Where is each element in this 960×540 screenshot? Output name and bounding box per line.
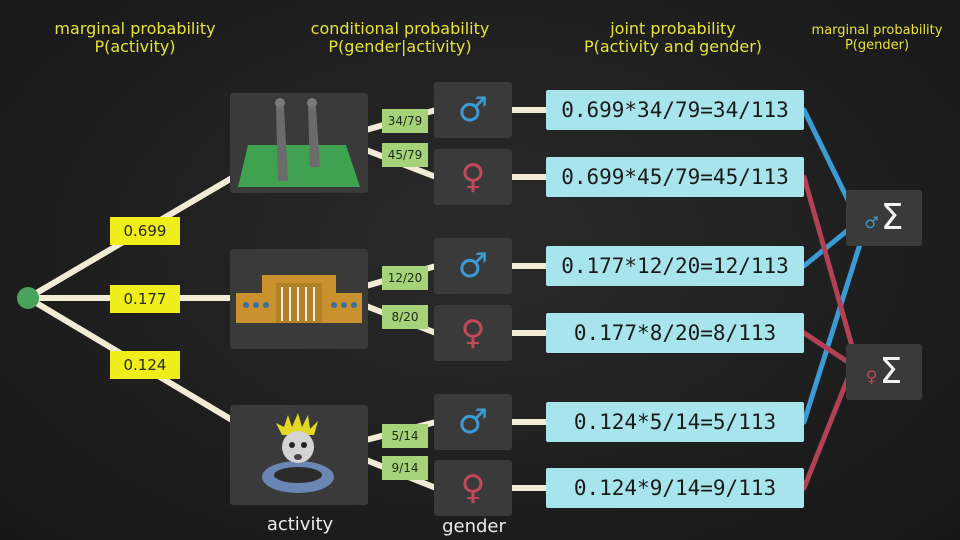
header-marginal-activity-line2: P(activity) [94,37,176,57]
male-symbol-icon: ♂ [434,394,512,450]
joint-prob-3: 0.177*12/20=12/113 [546,246,804,286]
building-icon [236,275,362,323]
female-symbol-icon: ♀ [434,460,512,516]
header-conditional-line2: P(gender|activity) [328,37,472,57]
header-marginal-gender-line1: marginal probability [811,23,943,38]
cond-label-3: 12/20 [382,266,428,290]
sigma-icon: Σ [880,197,904,238]
cond-label-4: 8/20 [382,305,428,329]
joint-prob-6: 0.124*9/14=9/113 [546,468,804,508]
footer-gender-label: gender [442,516,506,537]
header-marginal-gender: marginal probability P(gender) [796,23,958,54]
activity-box-swimming [230,405,368,505]
activity-prob-1: 0.699 [110,217,180,245]
cond-label-2: 45/79 [382,143,428,167]
female-symbol-icon: ♀ [434,305,512,361]
female-sum-line-3 [801,375,851,491]
swimmer-icon [262,413,334,493]
header-conditional: conditional probability P(gender|activit… [280,19,520,57]
male-symbol-icon: ♂ [864,212,879,232]
footer-activity-label: activity [266,514,334,535]
joint-prob-5: 0.124*5/14=5/113 [546,402,804,442]
header-marginal-activity: marginal probability P(activity) [30,19,240,57]
activity-prob-3: 0.124 [110,351,180,379]
male-sum-box: ♂ Σ [846,190,922,246]
cond-label-5: 5/14 [382,424,428,448]
male-symbol-icon: ♂ [434,82,512,138]
male-symbol-icon: ♂ [434,238,512,294]
cond-label-6: 9/14 [382,456,428,480]
root-node [17,287,39,309]
joint-prob-1: 0.699*34/79=34/113 [546,90,804,130]
header-conditional-line1: conditional probability [310,19,490,38]
male-sum-line-1 [801,107,851,203]
activity-box-building [230,249,368,349]
activity-prob-2: 0.177 [110,285,180,313]
female-symbol-icon: ♀ [434,149,512,205]
female-sum-line-2 [801,330,851,365]
female-sum-line-1 [801,174,855,349]
header-joint: joint probability P(activity and gender) [548,19,798,57]
header-marginal-gender-line2: P(gender) [844,37,910,53]
header-joint-line2: P(activity and gender) [583,37,763,57]
sigma-icon: Σ [879,351,903,392]
male-sum-line-3 [801,241,863,425]
female-symbol-icon: ♀ [865,366,878,386]
header-marginal-activity-line1: marginal probability [54,19,216,38]
joint-prob-4: 0.177*8/20=8/113 [546,313,804,353]
female-sum-box: ♀ Σ [846,344,922,400]
yoga-mat-legs-icon [238,98,360,187]
header-joint-line1: joint probability [610,19,736,38]
joint-prob-2: 0.699*45/79=45/113 [546,157,804,197]
cond-label-1: 34/79 [382,109,428,133]
activity-box-yoga [230,93,368,193]
